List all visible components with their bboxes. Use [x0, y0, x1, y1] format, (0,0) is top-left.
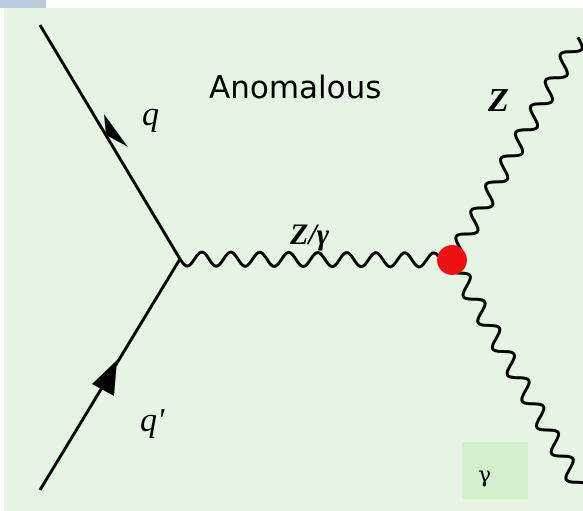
quark-q-label: q	[142, 96, 159, 133]
quark-arrow-q	[104, 114, 128, 147]
photon-label: γ	[478, 463, 492, 488]
feynman-diagram-svg	[38, 24, 583, 491]
z-boson-label: Z	[488, 82, 509, 119]
quark-arrow-qprime	[92, 360, 117, 396]
propagator-label: Z/γ	[290, 218, 330, 251]
photon-label-box	[462, 442, 528, 499]
boson-line-z	[451, 36, 583, 262]
anomalous-label: Anomalous	[209, 70, 382, 106]
quark-qprime-label: q'	[140, 402, 165, 439]
feynman-diagram: Anomalous q q' Z/γ Z γ	[4, 8, 583, 511]
anomalous-vertex-dot	[437, 245, 467, 275]
propagator-z-gamma	[178, 250, 454, 269]
corner-tab	[0, 0, 46, 8]
boson-line-photon	[446, 259, 583, 485]
quark-line-q	[38, 24, 182, 260]
